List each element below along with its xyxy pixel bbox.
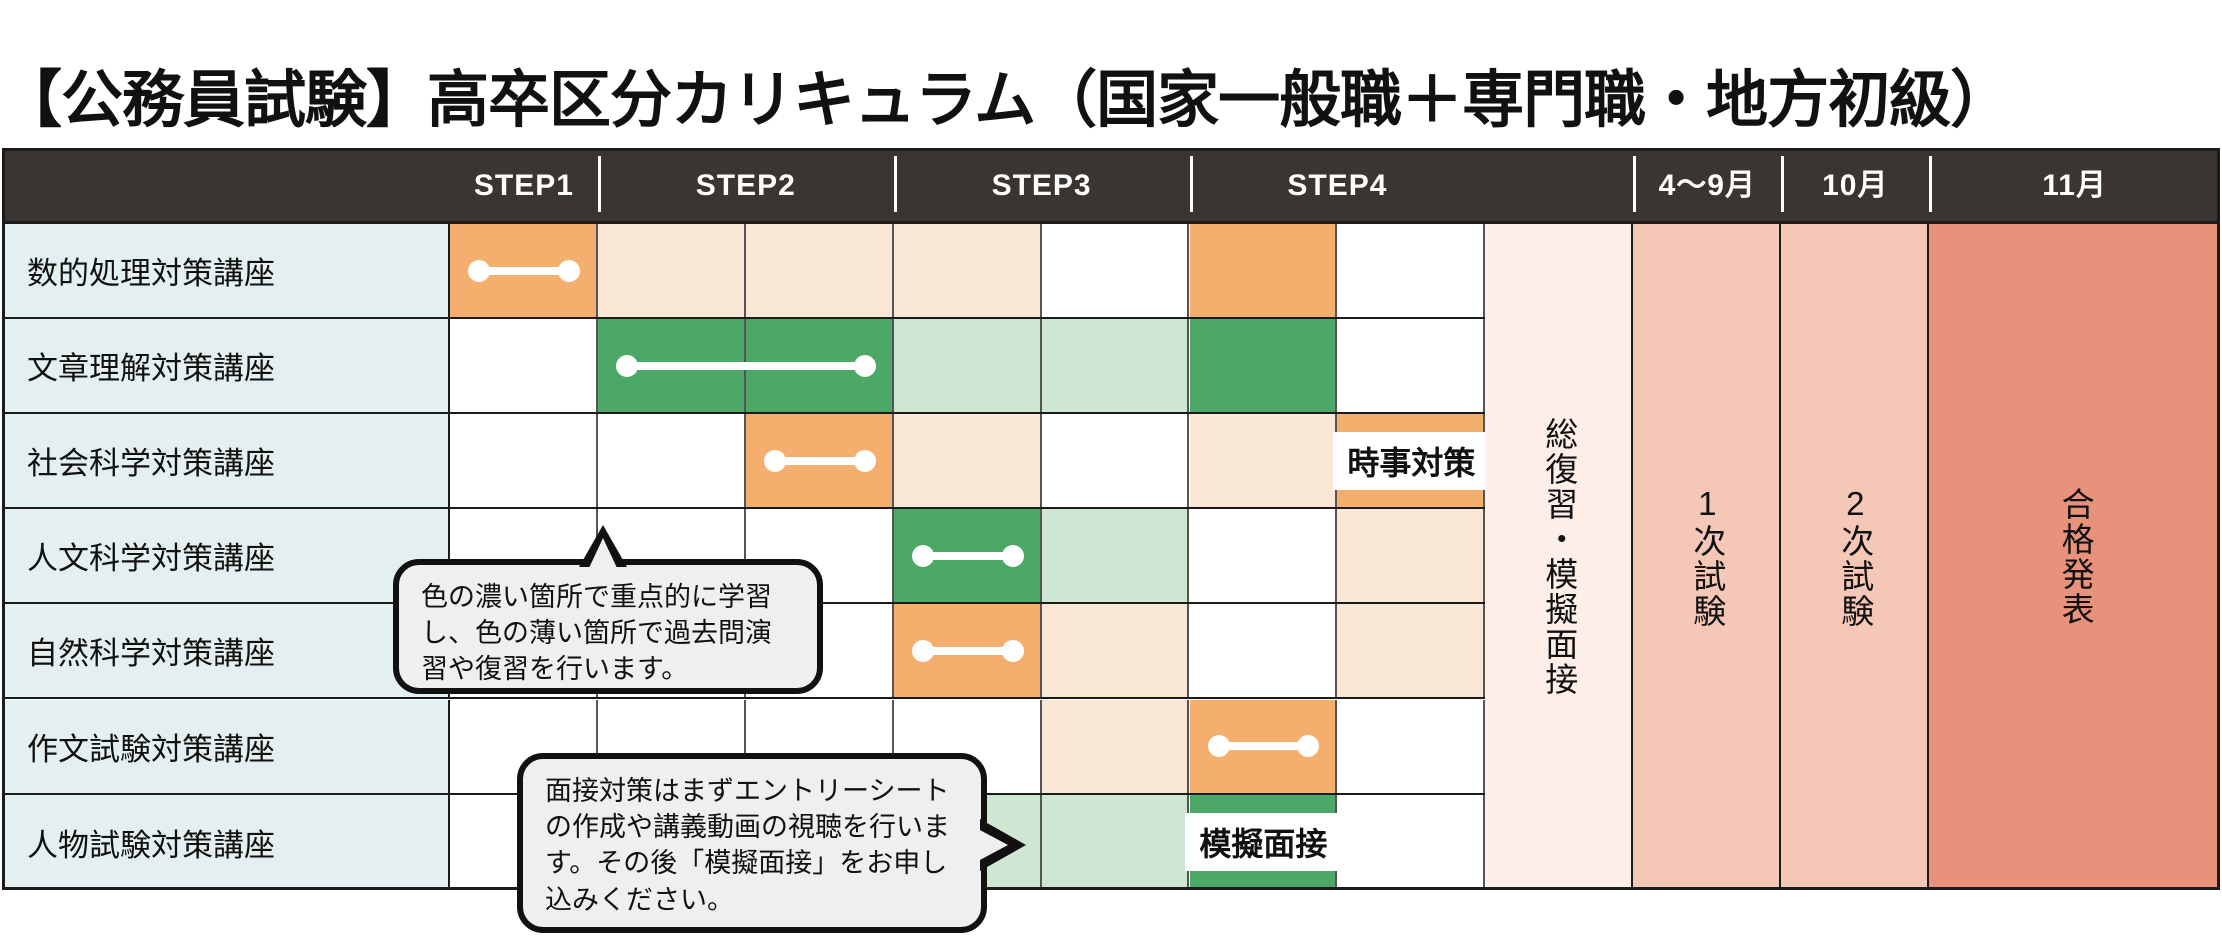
row-label: 作文試験対策講座 — [2, 699, 450, 793]
schedule-cell — [450, 319, 598, 413]
callout-interview-guidance: 面接対策はまずエントリーシートの作成や講義動画の視聴を行います。その後「模擬面接… — [517, 753, 1026, 933]
milestone-column: 合格発表 — [1929, 224, 2220, 890]
curriculum-table: STEP1 STEP2 STEP3 STEP4 4〜9月 10月 11月 数的処理対策講座文… — [2, 148, 2220, 890]
milestone-column: 1次試験 — [1633, 224, 1782, 890]
header-month-0: 4〜9月 — [1658, 169, 1756, 202]
header-separator — [597, 156, 601, 212]
callout-text: 色の濃い箇所で重点的に学習し、色の薄い箇所で過去問演習や復習を行います。 — [421, 582, 772, 685]
milestone-label: 1次試験 — [1688, 484, 1726, 629]
schedule-cell — [1041, 224, 1190, 317]
header-month-2: 11月 — [2042, 169, 2107, 202]
duration-bar — [619, 361, 872, 370]
row-label: 社会科学対策講座 — [2, 414, 450, 508]
schedule-cell — [1337, 224, 1486, 317]
header-step4: STEP4 — [1287, 169, 1388, 202]
row-label: 文章理解対策講座 — [2, 319, 450, 413]
callout-tail-inner — [589, 538, 617, 568]
schedule-cell — [1041, 699, 1190, 793]
schedule-cell — [1189, 604, 1338, 698]
duration-bar — [767, 456, 872, 465]
table-row: 社会科学対策講座 時事対策 — [2, 414, 2220, 510]
schedule-cell — [597, 224, 746, 317]
table-body: 数的処理対策講座文章理解対策講座社会科学対策講座 時事対策人文科学対策講座自然科学… — [2, 224, 2220, 890]
schedule-cell — [1041, 604, 1190, 698]
schedule-cell — [597, 414, 746, 508]
table-row: 作文試験対策講座 — [2, 699, 2220, 795]
header-step2: STEP2 — [695, 169, 796, 202]
row-label: 自然科学対策講座 — [2, 604, 450, 698]
milestone-column: 2次試験 — [1781, 224, 1930, 890]
milestone-label: 総復習・模擬面接 — [1540, 416, 1578, 697]
callout-text: 面接対策はまずエントリーシートの作成や講義動画の視聴を行います。その後「模擬面接… — [545, 776, 950, 915]
schedule-cell — [1337, 604, 1486, 698]
schedule-cell — [1337, 319, 1486, 413]
duration-bar — [472, 266, 576, 275]
duration-bar — [1211, 742, 1316, 750]
schedule-cell — [1337, 509, 1486, 603]
schedule-cell — [1337, 699, 1486, 793]
cell-tag: 時事対策 — [1333, 431, 1490, 490]
header-separator — [893, 156, 897, 212]
milestone-column: 総復習・模擬面接 — [1485, 224, 1634, 890]
header-step1: STEP1 — [473, 169, 574, 202]
schedule-cell — [1189, 224, 1338, 317]
schedule-cell — [1041, 794, 1190, 890]
schedule-cell — [893, 414, 1042, 508]
duration-bar — [915, 646, 1020, 655]
schedule-cell — [450, 414, 598, 508]
milestone-label: 合格発表 — [2057, 486, 2095, 627]
milestone-label: 2次試験 — [1836, 484, 1874, 629]
schedule-cell — [893, 319, 1042, 413]
table-row: 文章理解対策講座 — [2, 319, 2220, 415]
header-month-1: 10月 — [1822, 169, 1889, 202]
page-title: 【公務員試験】高卒区分カリキュラム（国家一般職＋専門職・地方初級） — [0, 65, 2012, 135]
row-label: 数的処理対策講座 — [2, 224, 450, 317]
cell-tag: 模擬面接 — [1185, 813, 1342, 872]
duration-bar — [915, 551, 1020, 560]
schedule-cell — [893, 224, 1042, 317]
row-label: 人文科学対策講座 — [2, 509, 450, 603]
header-separator — [1781, 156, 1785, 212]
schedule-cell — [1189, 509, 1338, 603]
schedule-cell — [1337, 794, 1486, 890]
schedule-cell — [1189, 319, 1338, 413]
header-separator — [1189, 156, 1193, 212]
header-separator — [1633, 156, 1637, 212]
table-row: 数的処理対策講座 — [2, 224, 2220, 319]
callout-tail-inner — [978, 829, 1008, 861]
schedule-cell — [1041, 509, 1190, 603]
schedule-cell — [1041, 414, 1190, 508]
schedule-cell — [1189, 414, 1338, 508]
callout-study-intensity: 色の濃い箇所で重点的に学習し、色の薄い箇所で過去問演習や復習を行います。 — [393, 525, 823, 694]
schedule-cell — [1041, 319, 1190, 413]
schedule-cell — [745, 224, 894, 317]
header-separator — [1929, 156, 1933, 212]
header-step3: STEP3 — [991, 169, 1092, 202]
row-label: 人物試験対策講座 — [2, 794, 450, 890]
